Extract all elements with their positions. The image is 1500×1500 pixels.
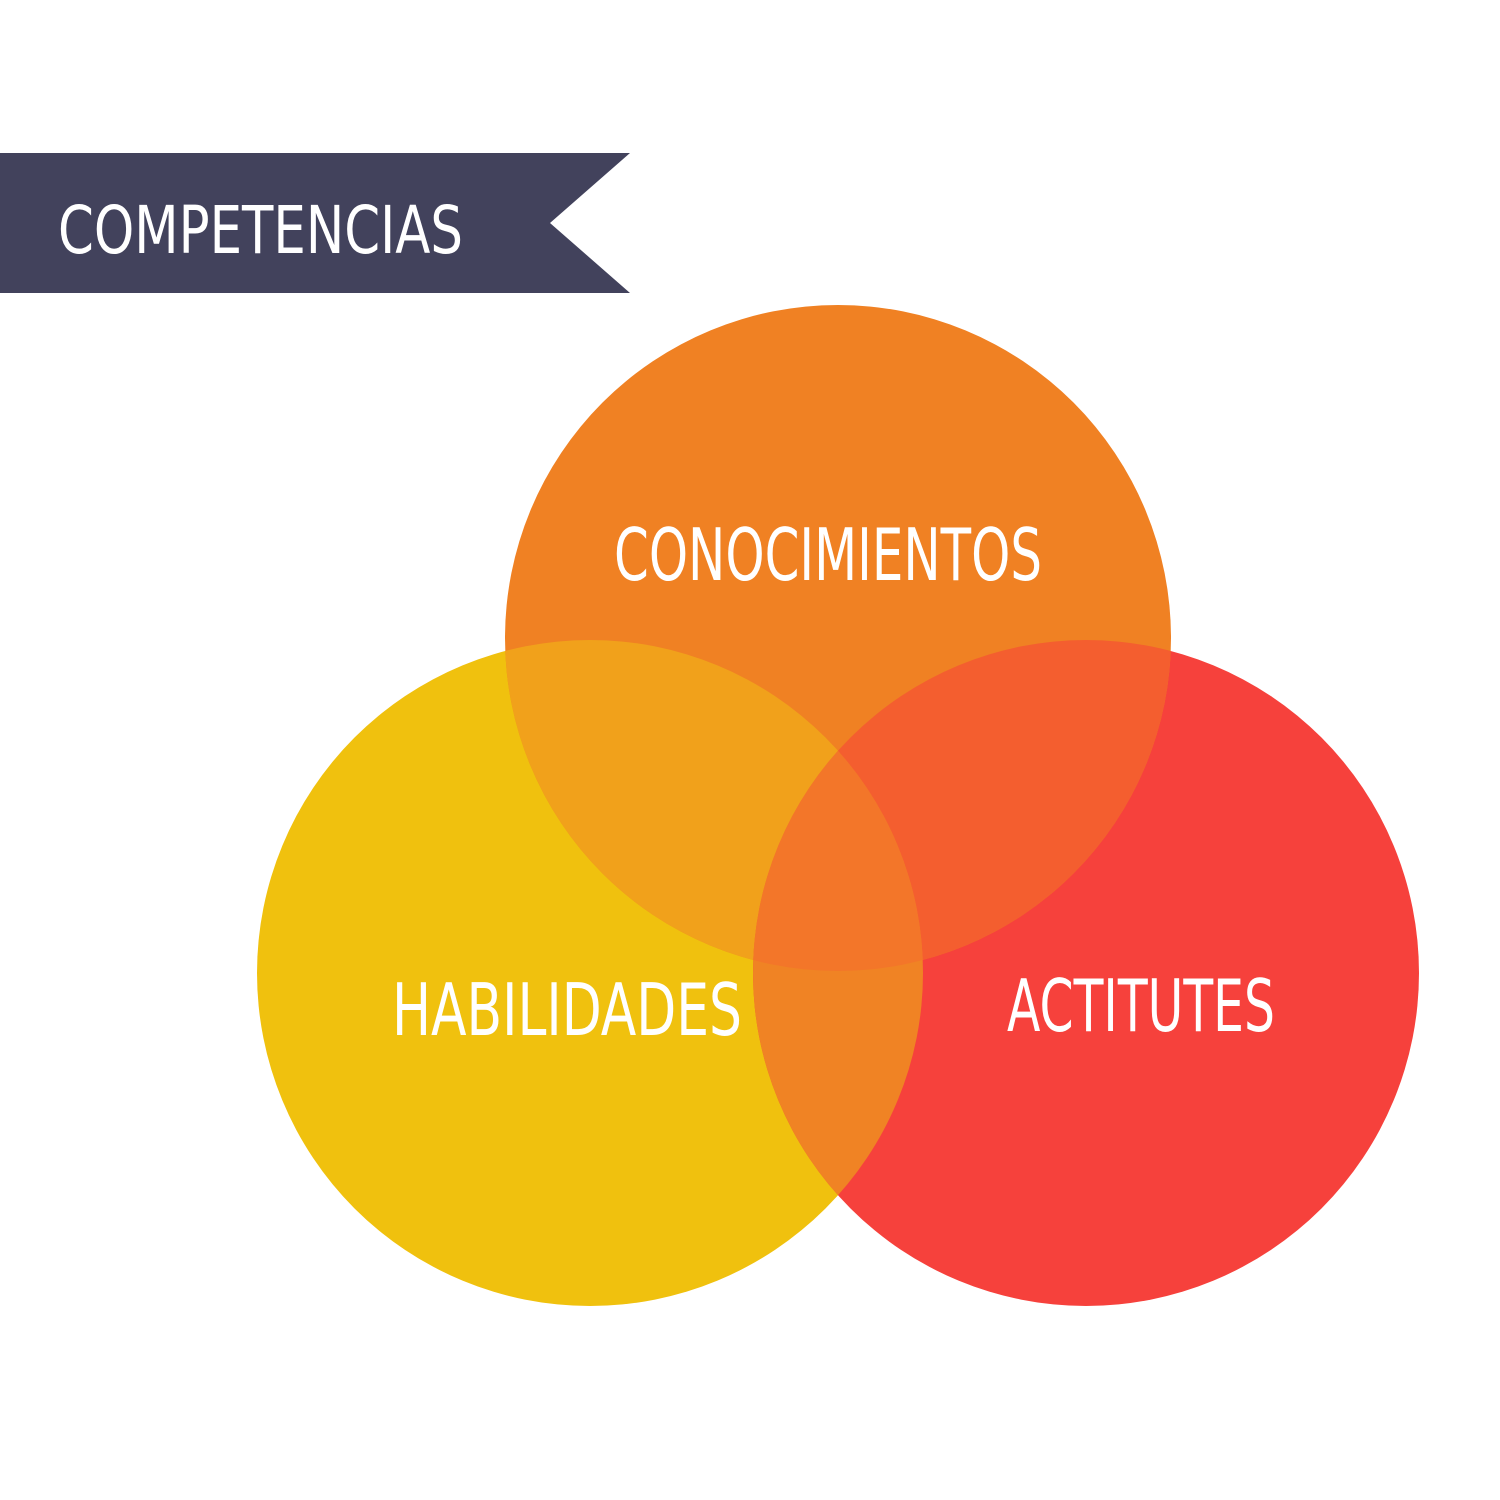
label-habilidades: HABILIDADES	[392, 968, 742, 1052]
label-conocimientos: CONOCIMIENTOS	[614, 513, 1042, 597]
banner-title: COMPETENCIAS	[58, 192, 463, 269]
label-actitudes: ACTITUTES	[1007, 964, 1275, 1048]
overlap-conocimientos-actitudes	[753, 640, 1171, 971]
banner-ribbon	[0, 153, 630, 293]
overlap-conocimientos-habilidades	[505, 640, 923, 971]
